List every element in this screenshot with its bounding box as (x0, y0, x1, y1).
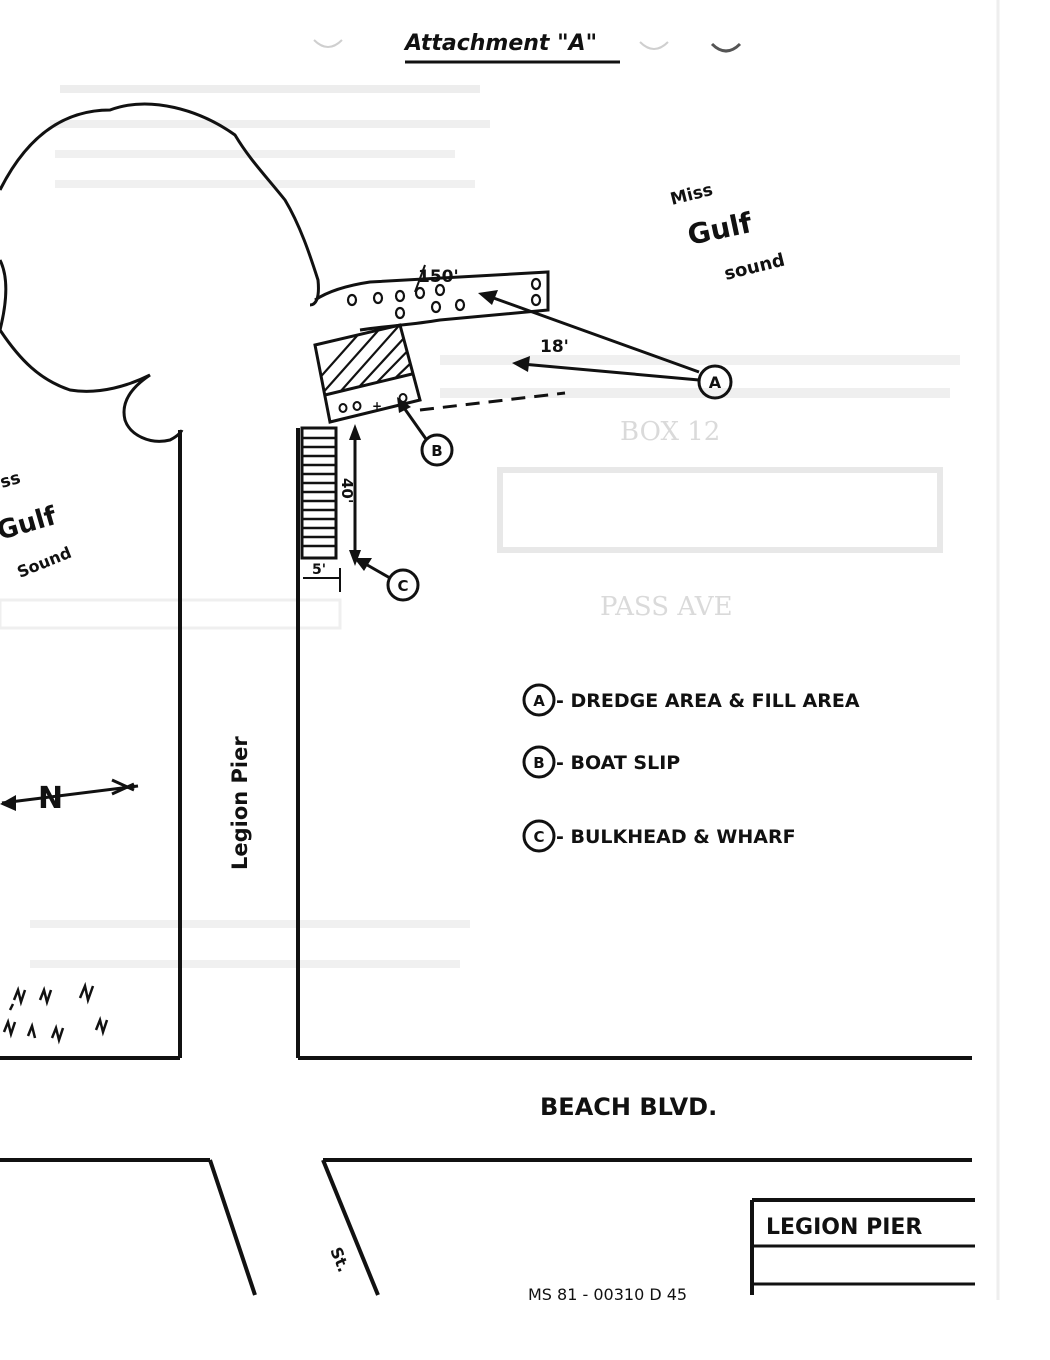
water-label-upper-right: Miss Gulf sound (668, 180, 787, 285)
water-label-ur-line3: sound (722, 250, 787, 285)
legend-item-c: C - BULKHEAD & WHARF (522, 819, 796, 853)
boat-slip-plus: + (372, 399, 382, 413)
legend-a-text: - DREDGE AREA & FILL AREA (556, 690, 860, 712)
wharf-length-label: 40' (338, 478, 356, 503)
ghost-line-3: PASS AVE (600, 592, 733, 622)
fill-width-label: 18' (540, 337, 569, 357)
arrow-c-to-wharf-head (354, 558, 372, 571)
arrow-a-to-fill-head (478, 290, 498, 305)
grass-symbols (2, 981, 109, 1045)
ghost-line-2: BOX 12 (620, 417, 720, 447)
side-street-label: St. (326, 1244, 353, 1275)
arrow-b-to-slip (400, 404, 428, 440)
marker-b-circle (420, 433, 454, 467)
wharf-slats (302, 436, 336, 548)
water-label-left-line3: Sound (14, 543, 74, 582)
legend-b-key: B (533, 754, 544, 772)
legend-item-b: B - BOAT SLIP (522, 745, 680, 779)
marker-a-circle (697, 364, 733, 400)
dredge-boundary-dashed (419, 391, 566, 412)
legend-c-text: - BULKHEAD & WHARF (556, 826, 796, 848)
legend-c-key: C (533, 828, 544, 846)
arrow-a-to-fill (487, 294, 700, 374)
legend-b-text: - BOAT SLIP (556, 752, 680, 774)
water-label-ur-line2: Gulf (685, 206, 756, 252)
document-title: Attachment "A" (403, 31, 597, 56)
marker-a-label: A (709, 373, 722, 392)
marker-b-label: B (431, 442, 442, 460)
north-arrow: N (0, 778, 139, 816)
north-arrow-head (0, 795, 16, 811)
shoreline-outline (0, 102, 320, 443)
legend-c-circle (522, 819, 556, 853)
arrow-b-to-slip-head (397, 397, 411, 413)
wharf-width-label: 5' (312, 562, 326, 578)
legend-a-key: A (533, 692, 545, 710)
arrow-a-to-dredge (521, 362, 700, 382)
arrow-a-to-dredge-head (512, 356, 530, 372)
legend-b-circle (522, 745, 556, 779)
title-block: LEGION PIER (750, 1198, 975, 1295)
boat-slip-outline (313, 323, 422, 424)
beach-blvd-label: BEACH BLVD. (540, 1093, 717, 1121)
water-label-left: ss Gulf Sound (0, 468, 74, 582)
pier-length-dimension: 150' (418, 267, 459, 287)
legend: A - DREDGE AREA & FILL AREA B - BOAT SLI… (522, 683, 860, 853)
north-arrow-tail (111, 778, 135, 796)
fill-area-pilings (346, 277, 542, 320)
document-code: MS 81 - 00310 D 45 (528, 1285, 687, 1304)
title-block-label: LEGION PIER (766, 1215, 922, 1240)
side-street-edge-left (208, 1159, 257, 1296)
water-label-left-line1: ss (0, 468, 23, 493)
north-arrow-label: N (38, 781, 63, 816)
side-street-edge-right (321, 1159, 380, 1296)
dimension-tick (414, 264, 426, 293)
water-label-left-line2: Gulf (0, 501, 60, 547)
marker-c-label: C (397, 577, 408, 595)
water-label-ur-line1: Miss (668, 180, 715, 210)
legion-pier-road-label: Legion Pier (228, 736, 252, 870)
bleed-through-text: BOX 12 PASS AVE (0, 85, 960, 968)
legend-item-a: A - DREDGE AREA & FILL AREA (522, 683, 860, 717)
shoreline-left-edge (0, 259, 8, 331)
wharf-dimension-arrow-top (349, 424, 361, 440)
marker-c-circle (386, 568, 420, 602)
punch-holes (313, 39, 742, 53)
legend-a-circle (522, 683, 556, 717)
